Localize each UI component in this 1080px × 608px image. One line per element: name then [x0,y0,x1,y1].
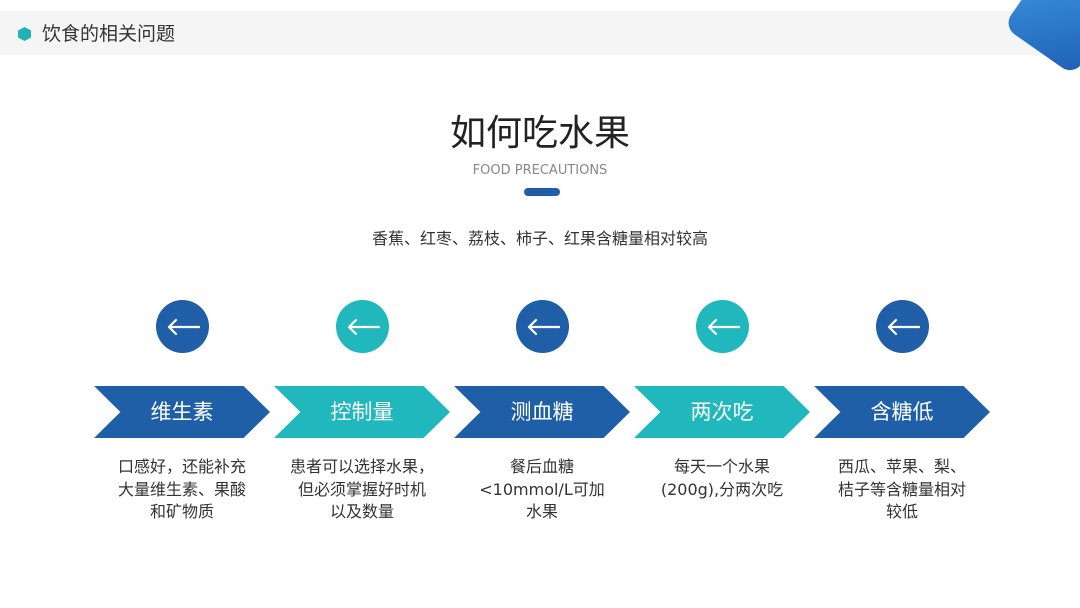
step-3-desc-line: 餐后血糖 [509,457,574,476]
step-4-circle [696,300,749,353]
step-5-desc-line: 西瓜、苹果、梨、 [837,457,966,476]
step-2-desc: 患者可以选择水果， 但必须掌握好时机 以及数量 [274,456,450,524]
step-5-desc-line: 桔子等含糖量相对 [837,479,966,499]
step-2-circle [336,300,389,353]
left-arrow-icon [347,318,380,335]
hexagon-icon [18,27,31,41]
left-arrow-icon [527,318,560,335]
step-2-arrow: 控制量 [274,386,450,438]
step-3-label: 测血糖 [510,400,574,424]
step-4-label: 两次吃 [690,400,754,424]
step-5-desc-line: 较低 [885,502,918,521]
step-1-desc: 口感好，还能补充 大量维生素、果酸 和矿物质 [94,456,270,524]
step-4-desc-line: 每天一个水果 [673,457,770,476]
step-4-desc-line: (200g),分两次吃 [660,479,784,499]
step-2-desc-line: 患者可以选择水果， [289,457,434,476]
step-2-desc-line: 但必须掌握好时机 [297,479,426,499]
step-1-label: 维生素 [150,400,214,424]
step-1-circle [156,300,209,353]
left-arrow-icon [887,318,920,335]
step-5-label: 含糖低 [870,400,934,424]
left-arrow-icon [707,318,740,335]
step-4-desc: 每天一个水果 (200g),分两次吃 [634,456,810,501]
page-title: 如何吃水果 [449,113,630,154]
title-underline [524,188,560,196]
step-1-desc-line: 和矿物质 [149,502,214,521]
step-5-circle [876,300,929,353]
step-3-desc-line: 水果 [525,502,558,521]
step-1-desc-line: 大量维生素、果酸 [117,479,246,499]
step-5-arrow: 含糖低 [814,386,990,438]
step-5-desc: 西瓜、苹果、梨、 桔子等含糖量相对 较低 [814,456,990,524]
intro-text: 香蕉、红枣、荔枝、柿子、红果含糖量相对较高 [371,229,708,248]
step-1-desc-line: 口感好，还能补充 [117,457,246,476]
left-arrow-icon [167,318,200,335]
page-subtitle: FOOD PRECAUTIONS [472,163,608,178]
step-3-desc: 餐后血糖 <10mmol/L可加 水果 [454,456,630,524]
step-3-desc-line: <10mmol/L可加 [479,479,605,499]
step-2-desc-line: 以及数量 [329,502,394,521]
header-bar [0,11,1080,55]
step-2-label: 控制量 [330,400,394,424]
step-3-arrow: 测血糖 [454,386,630,438]
step-1-arrow: 维生素 [94,386,270,438]
header-title: 饮食的相关问题 [42,23,176,45]
step-4-arrow: 两次吃 [634,386,810,438]
step-3-circle [516,300,569,353]
